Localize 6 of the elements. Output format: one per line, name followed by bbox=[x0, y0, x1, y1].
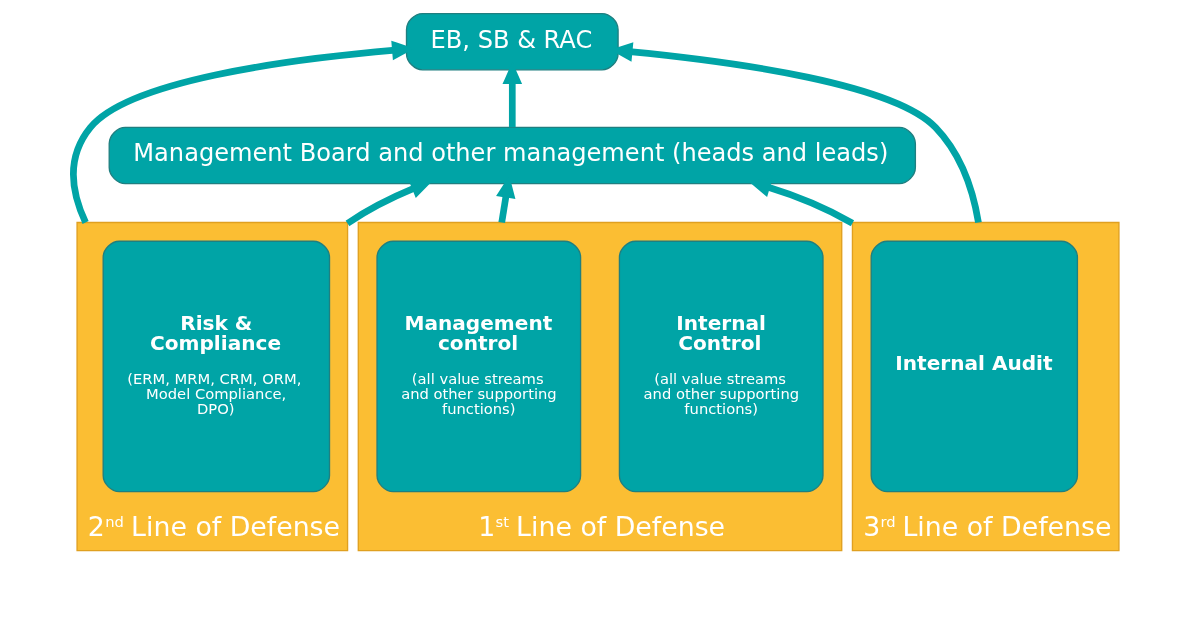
node-box: Internal Audit bbox=[870, 240, 1079, 493]
node-box: EB, SB & RAC bbox=[405, 12, 619, 71]
node-box: Risk & Compliance (ERM, MRM, CRM, ORM, Model Compliance, DPO) bbox=[102, 240, 331, 493]
node-box: Management control (all value streams and other supporting functions) bbox=[376, 240, 582, 493]
node-box: Management Board and other management (heads and leads) bbox=[108, 126, 917, 185]
node-box: Internal Control (all value streams and other supporting functions) bbox=[618, 240, 824, 493]
